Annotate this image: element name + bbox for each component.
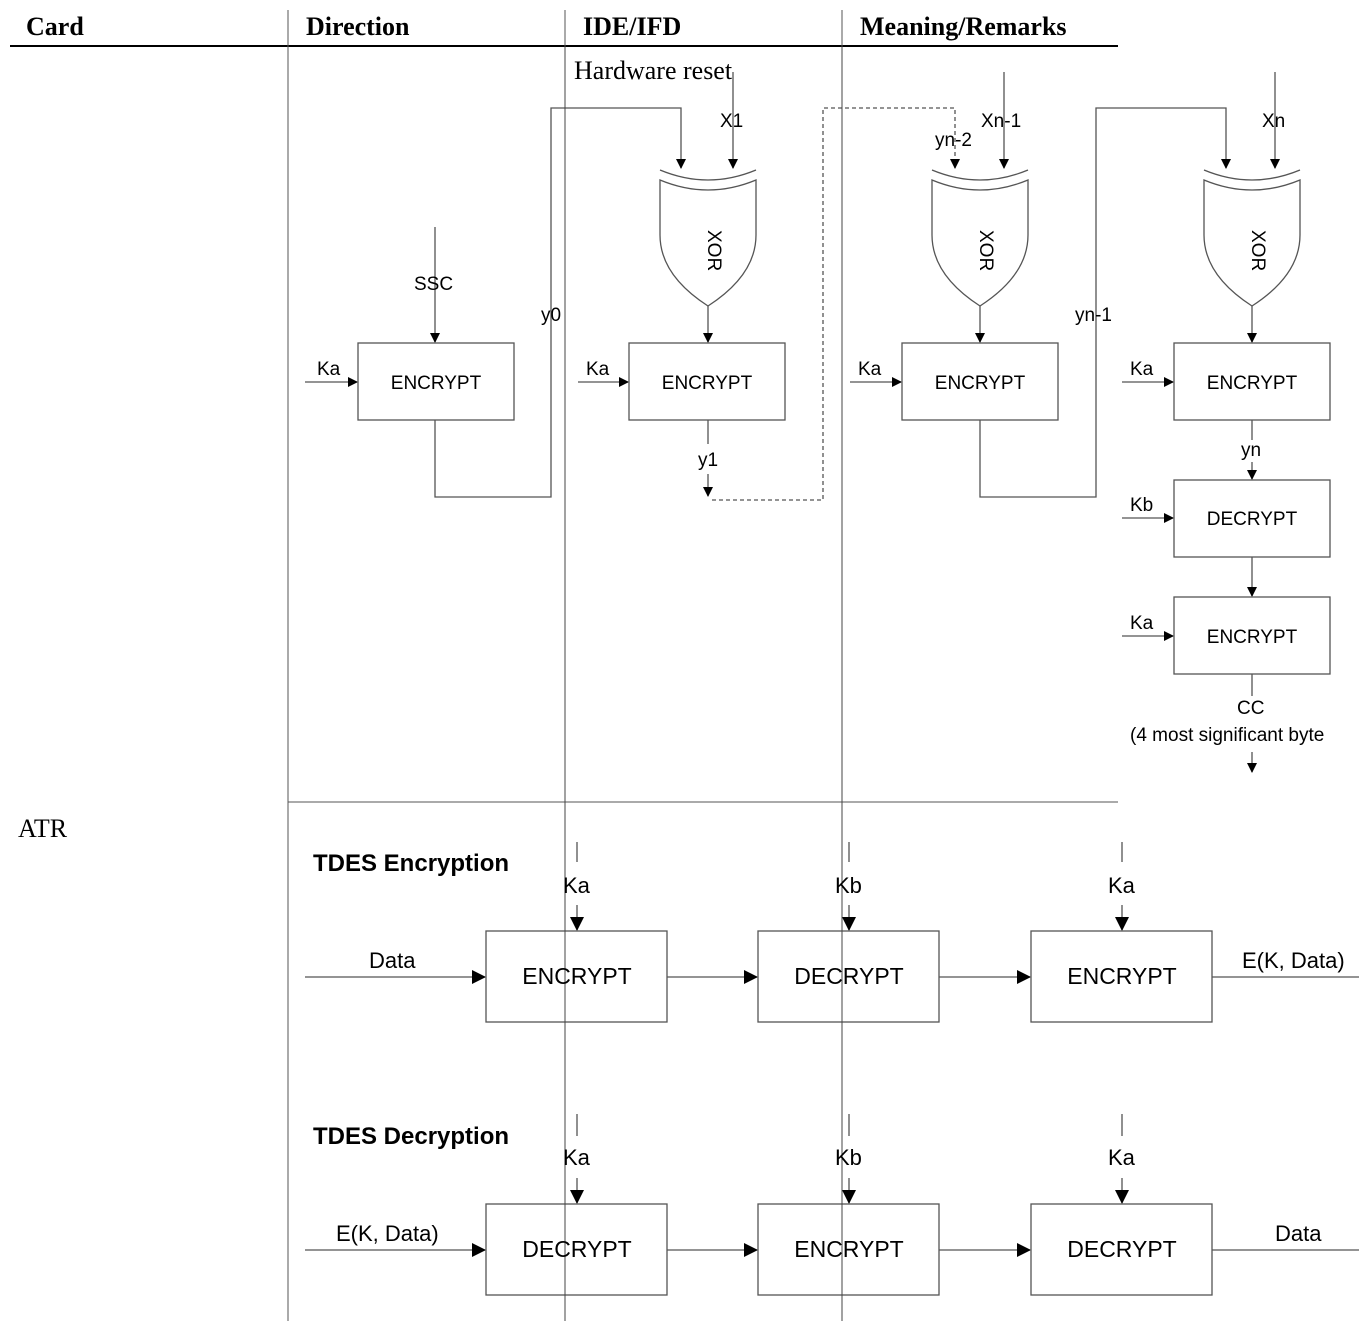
tdes-decryption-title: TDES Decryption [313, 1123, 509, 1150]
xn1-label: Xn-1 [981, 111, 1021, 132]
encrypt-box-3 [901, 342, 1059, 421]
xor-gate-1 [659, 179, 757, 307]
tdes-encryption-title: TDES Encryption [313, 850, 509, 877]
ka-label-2: Ka [586, 359, 610, 380]
tdes-dec-input: E(K, Data) [336, 1221, 439, 1246]
tdes-enc-decrypt: DECRYPT [794, 963, 904, 989]
row1-ide-ifd-text: Hardware reset [574, 56, 733, 85]
yn1-label: yn-1 [1075, 305, 1112, 326]
decrypt-label-mac: DECRYPT [1207, 509, 1298, 530]
header-ide-ifd: IDE/IFD [583, 12, 682, 41]
tdes-enc-encrypt-1: ENCRYPT [522, 963, 632, 989]
xor-label-2: XOR [975, 230, 996, 271]
row2-card-text: ATR [18, 814, 68, 843]
encrypt-label-5: ENCRYPT [1207, 627, 1298, 648]
y0-label: y0 [541, 305, 561, 326]
kb-label-mac: Kb [1130, 495, 1153, 516]
decrypt-box-mac [1173, 479, 1331, 558]
tdes-dec-ka-2: Ka [1108, 1145, 1136, 1170]
encrypt-label-4: ENCRYPT [1207, 373, 1298, 394]
xor-gate-3 [1203, 179, 1301, 307]
encrypt-label-3: ENCRYPT [935, 373, 1026, 394]
header-direction: Direction [306, 12, 410, 41]
tdes-enc-box-3 [1030, 930, 1213, 1023]
tdes-dec-kb: Kb [835, 1145, 862, 1170]
xor-gate-2 [931, 179, 1029, 307]
header-meaning-remarks: Meaning/Remarks [860, 12, 1067, 41]
tdes-dec-ka-1: Ka [563, 1145, 591, 1170]
ssc-label: SSC [414, 274, 453, 295]
header-card: Card [26, 12, 84, 41]
tdes-dec-output: Data [1275, 1221, 1322, 1246]
mac-diagram-labels: SSC Ka ENCRYPT y0 X1 XOR Ka ENCRYPT y1 y… [317, 111, 1324, 746]
tdes-dec-box-1 [485, 1203, 668, 1296]
ka-label-1: Ka [317, 359, 341, 380]
encrypt-box-1 [357, 342, 515, 421]
encrypt-box-5 [1173, 596, 1331, 675]
tdes-enc-kb: Kb [835, 873, 862, 898]
tdes-enc-box-2 [757, 930, 940, 1023]
tdes-enc-output: E(K, Data) [1242, 948, 1345, 973]
ka-label-4: Ka [1130, 359, 1154, 380]
encrypt-label-2: ENCRYPT [662, 373, 753, 394]
tdes-dec-box-3 [1030, 1203, 1213, 1296]
tdes-diagram [305, 842, 1359, 1296]
retail-mac-diagram [305, 72, 1331, 773]
tdes-dec-decrypt-2: DECRYPT [1067, 1236, 1177, 1262]
encrypt-box-2 [628, 342, 786, 421]
ka-label-5: Ka [1130, 613, 1154, 634]
ka-label-3: Ka [858, 359, 882, 380]
cc-note-label: (4 most significant byte [1130, 725, 1324, 746]
tdes-dec-box-2 [757, 1203, 940, 1296]
xor-label-1: XOR [703, 230, 724, 271]
tdes-enc-ka-2: Ka [1108, 873, 1136, 898]
column-overlay-lines [564, 46, 843, 1321]
cc-label: CC [1237, 698, 1264, 719]
tdes-labels: TDES Encryption Ka Kb Ka Data ENCRYPT DE… [313, 850, 1345, 1262]
yn-label: yn [1241, 440, 1261, 461]
tdes-dec-decrypt-1: DECRYPT [522, 1236, 632, 1262]
tdes-enc-ka-1: Ka [563, 873, 591, 898]
tdes-dec-encrypt: ENCRYPT [794, 1236, 904, 1262]
yn2-label: yn-2 [935, 130, 972, 151]
encrypt-box-4 [1173, 342, 1331, 421]
tdes-enc-data-in: Data [369, 948, 416, 973]
xor-label-3: XOR [1247, 230, 1268, 271]
tdes-enc-encrypt-2: ENCRYPT [1067, 963, 1177, 989]
y1-label: y1 [698, 450, 718, 471]
encrypt-label-1: ENCRYPT [391, 373, 482, 394]
x1-label: X1 [720, 111, 743, 132]
xn-label: Xn [1262, 111, 1285, 132]
